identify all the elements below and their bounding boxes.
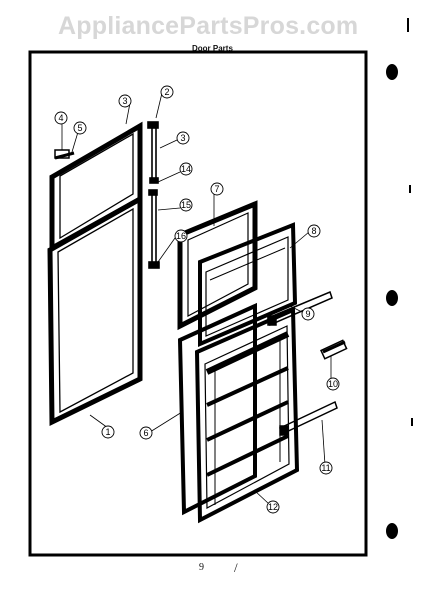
callout-number: 7 (214, 184, 219, 194)
callout-number: 8 (311, 226, 316, 236)
callout-number: 16 (176, 231, 186, 241)
center-hinge-bracket (148, 189, 160, 269)
callout-number: 15 (181, 200, 191, 210)
margin-tick (411, 418, 413, 426)
callout-number: 12 (268, 502, 278, 512)
dairy-door-cover (320, 339, 348, 360)
callout-number: 2 (164, 87, 169, 97)
margin-tick (409, 185, 411, 193)
door-handle-clip (54, 149, 75, 160)
binder-hole (386, 290, 398, 306)
callout-number: 14 (181, 164, 191, 174)
binder-hole (386, 523, 398, 539)
callout-number: 3 (122, 96, 127, 106)
footer-mark-left: 9 (199, 562, 204, 573)
fresh-food-door-panel (194, 306, 300, 524)
callout-number: 5 (77, 123, 82, 133)
callout-number: 3 (180, 133, 185, 143)
callout-leaders (61, 92, 332, 505)
margin-tick (407, 18, 409, 32)
watermark-text: AppliancePartsPros.com (58, 12, 359, 40)
callout-number: 9 (305, 309, 310, 319)
diagram-frame (28, 50, 368, 557)
callout-number: 4 (58, 113, 63, 123)
binder-hole (386, 64, 398, 80)
freezer-door-panel (198, 222, 298, 348)
callout-number: 6 (143, 428, 148, 438)
footer-mark-right: / (234, 560, 238, 575)
callout-number: 10 (328, 379, 338, 389)
lower-door-gasket (47, 194, 143, 426)
upper-hinge-bracket (147, 121, 159, 184)
callout-number: 1 (105, 427, 110, 437)
fresh-food-door-shelf (279, 400, 338, 436)
freezer-door-liner (177, 200, 258, 331)
fresh-food-door-liner (177, 302, 257, 516)
callout-circles (54, 85, 340, 514)
callout-number: 11 (321, 463, 330, 473)
callout-numbers: 1 2 3 4 5 3 14 15 16 7 8 9 6 10 11 12 (58, 87, 338, 512)
diagram-header-label: Door Parts (192, 44, 233, 53)
